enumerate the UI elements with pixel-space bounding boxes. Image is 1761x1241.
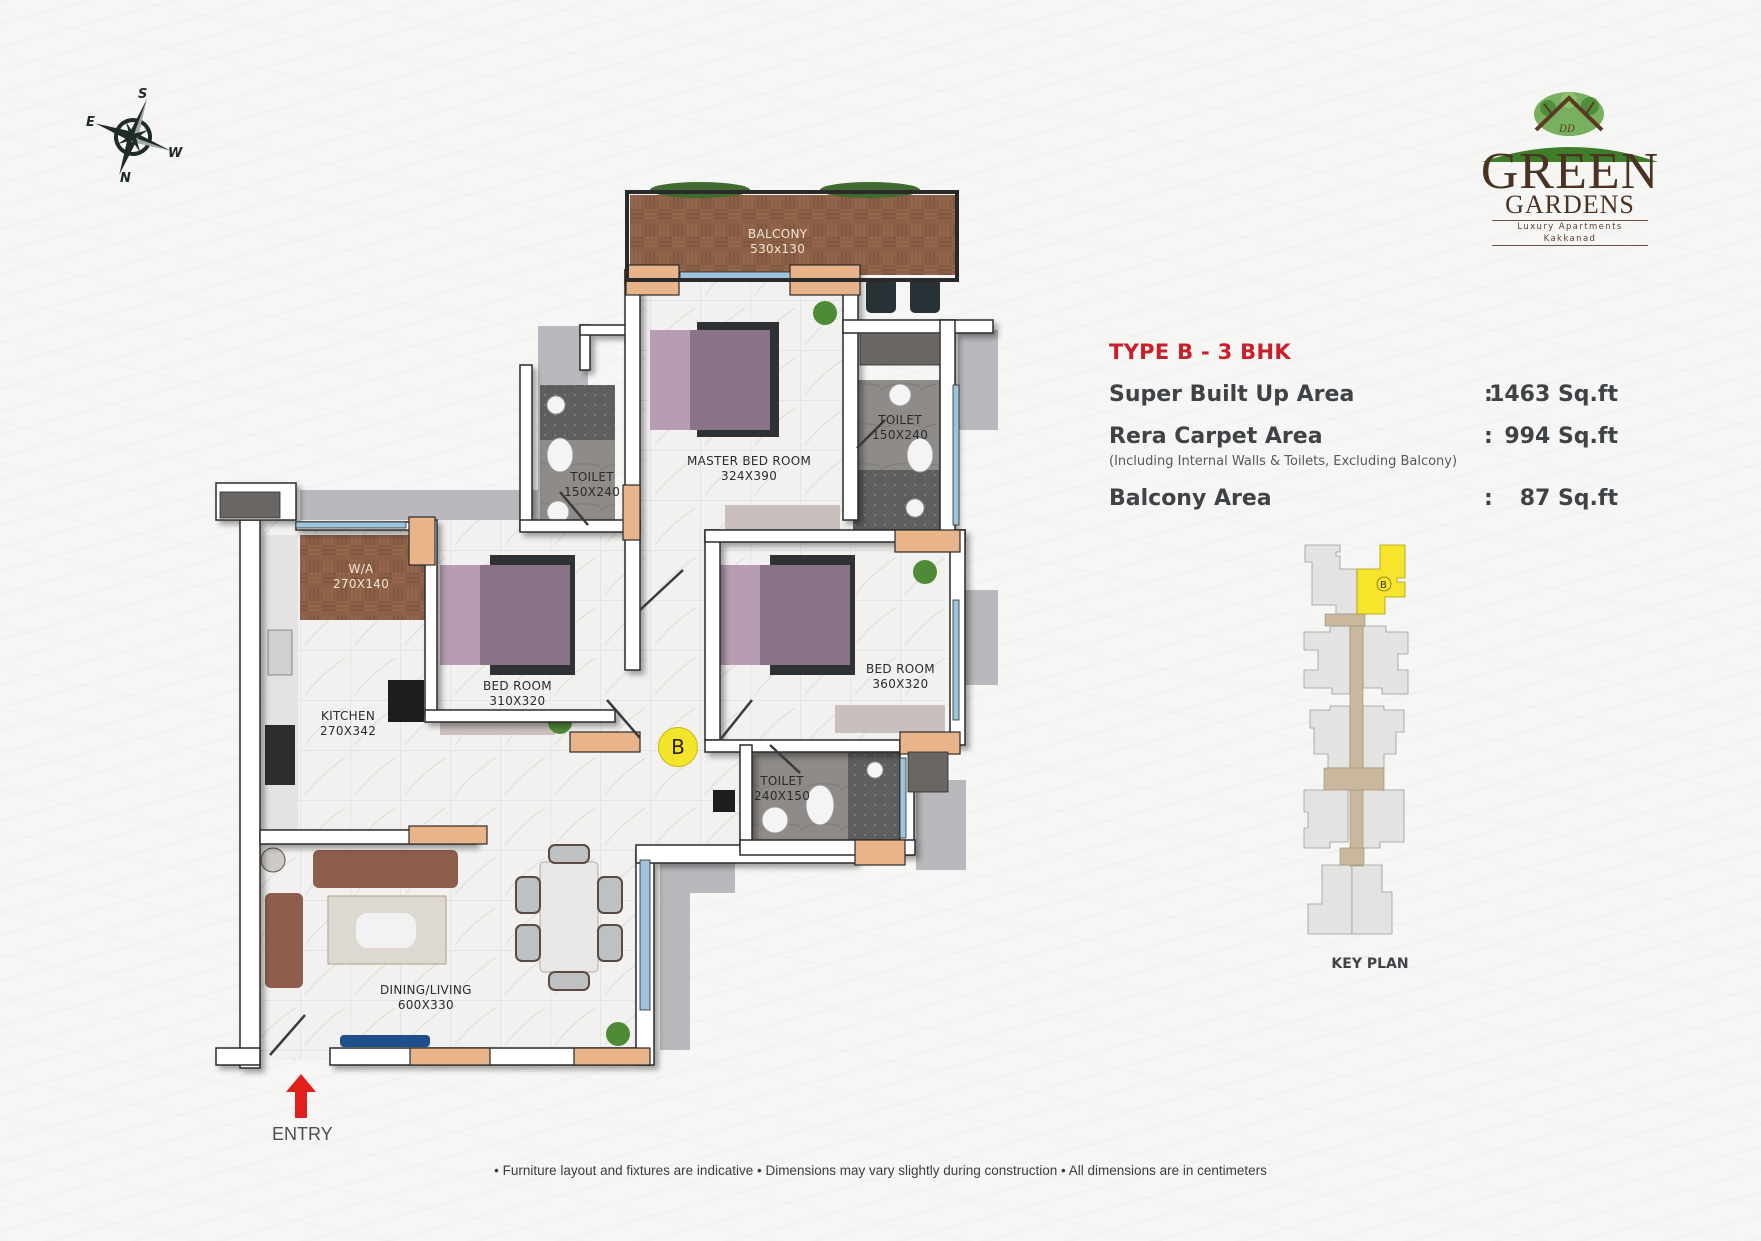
rera-carpet-value: 994 Sq.ft — [1504, 424, 1618, 449]
dining-table — [539, 861, 599, 973]
balcony-area-label: Balcony Area — [1109, 486, 1272, 511]
green-gardens-logo: DD GREEN GARDENS Luxury Apartments Kakka… — [1470, 90, 1670, 246]
entry-label: ENTRY — [272, 1124, 333, 1144]
compass-rose-icon: S E W N — [86, 87, 183, 186]
balcony-railing — [625, 190, 959, 282]
logo-hill-icon — [1482, 147, 1658, 162]
key-plan-label: KEY PLAN — [1331, 956, 1409, 972]
balcony-chair — [910, 278, 940, 313]
balcony-area-value: 87 Sq.ft — [1519, 486, 1618, 511]
windows — [219, 271, 960, 1011]
key-plan-stair — [1324, 613, 1366, 627]
key-plan-block — [1351, 864, 1393, 935]
bed-310 — [440, 555, 575, 675]
sofa — [313, 850, 458, 888]
key-plan-block — [1362, 625, 1409, 695]
wardrobe — [835, 705, 945, 733]
rera-carpet-colon: : — [1484, 424, 1493, 449]
bed-360 — [720, 555, 855, 675]
super-built-up-value: 1463 Sq.ft — [1489, 382, 1618, 407]
wa-wood-floor — [300, 535, 430, 620]
tv-unit — [340, 1035, 430, 1047]
key-plan-unit-b-letter: B — [1380, 580, 1387, 591]
wardrobe — [725, 505, 840, 530]
compass-label-s: S — [138, 87, 147, 102]
balcony-wood-floor — [630, 195, 955, 275]
balcony-chair — [866, 278, 896, 313]
master-bed — [650, 322, 779, 437]
logo-monogram: DD — [1558, 124, 1575, 135]
key-plan-lobby — [1323, 767, 1385, 791]
unit-b-marker: B — [658, 727, 698, 767]
side-table — [260, 847, 286, 873]
key-plan-corridor — [1349, 625, 1364, 867]
washbasin-counter — [713, 790, 735, 812]
dining-chairs — [515, 844, 623, 991]
key-plan-diagram: B — [1303, 544, 1409, 935]
sink — [267, 629, 293, 676]
rera-carpet-note: (Including Internal Walls & Toilets, Exc… — [1109, 454, 1458, 469]
sofa — [265, 893, 303, 988]
furniture — [260, 278, 945, 1047]
key-plan-stair — [1339, 847, 1365, 866]
hob — [265, 725, 295, 785]
kitchen-counter — [262, 535, 298, 830]
balcony-area-colon: : — [1484, 486, 1493, 511]
super-built-up-label: Super Built Up Area — [1109, 382, 1355, 407]
unit-type-title: TYPE B - 3 BHK — [1109, 340, 1291, 364]
entry-arrow-icon — [286, 1074, 316, 1118]
compass-label-e: E — [86, 115, 95, 130]
rera-carpet-label: Rera Carpet Area — [1109, 424, 1323, 449]
super-built-up-colon: : — [1484, 382, 1493, 407]
key-plan-unit-b-marker — [1376, 576, 1392, 592]
coffee-table — [356, 913, 416, 948]
compass-label-n: N — [120, 171, 131, 186]
logo-name-line1: GREEN — [1480, 143, 1660, 200]
key-plan-unit-b-highlight — [1356, 544, 1406, 615]
fridge — [388, 680, 424, 722]
logo-name-line2: GARDENS — [1505, 190, 1635, 219]
compass-label-w: W — [168, 146, 183, 161]
door-swings — [269, 419, 886, 1056]
logo-tagline: Luxury Apartments Kakkanad — [1492, 220, 1648, 246]
tree-house-logo-icon: DD — [1534, 92, 1604, 136]
disclaimer-footnote: • Furniture layout and fixtures are indi… — [494, 1163, 1267, 1178]
